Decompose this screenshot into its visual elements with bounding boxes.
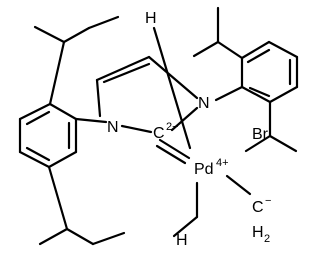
coordination-bonds: [152, 26, 252, 238]
bromine-atom: Br: [252, 126, 269, 143]
palladium-charge: 4+: [216, 157, 229, 169]
methylene-h-count: 2: [264, 233, 270, 245]
right-lower-isopropyl: [244, 100, 298, 153]
methylene-carbon: C: [252, 199, 264, 216]
carbene-charge: 2−: [166, 121, 179, 133]
n-atom-right: N: [198, 95, 210, 112]
imidazole-ring: [74, 55, 199, 134]
left-upper-isopropyl: [33, 15, 120, 106]
h-atom-bottom: H: [176, 232, 188, 249]
right-upper-isopropyl: [192, 6, 244, 60]
palladium-atom: Pd: [194, 161, 214, 178]
right-aryl-ring: [214, 40, 299, 104]
methylene-hydrogen: H: [252, 224, 264, 241]
n-atom-left: N: [107, 119, 119, 136]
left-lower-isopropyl: [38, 165, 126, 246]
left-aryl-ring: [18, 102, 78, 169]
h-atom-top: H: [145, 10, 157, 27]
methylene-charge: −: [265, 195, 271, 207]
carbene-carbon: C: [153, 125, 165, 142]
